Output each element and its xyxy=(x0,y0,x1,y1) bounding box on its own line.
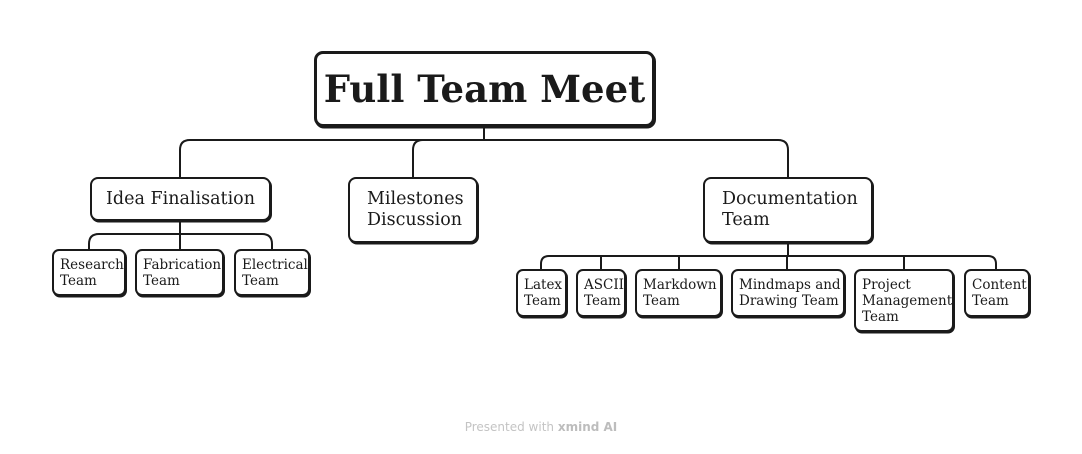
node-latex-team[interactable]: Latex Team xyxy=(516,269,567,317)
branch-label: Documentation Team xyxy=(722,189,858,230)
node-markdown-team[interactable]: Markdown Team xyxy=(635,269,722,317)
node-label: Content Team xyxy=(972,277,1027,309)
node-research-team[interactable]: Research Team xyxy=(52,249,126,296)
node-electrical-team[interactable]: Electrical Team xyxy=(234,249,310,296)
branch-label: Milestones Discussion xyxy=(367,189,464,230)
xmind-ai-logo: xmind AI xyxy=(557,420,618,434)
presented-with-footer: Presented with xmind AI xyxy=(0,420,1082,434)
node-ascii-team[interactable]: ASCII Team xyxy=(576,269,626,317)
node-label: Electrical Team xyxy=(242,256,308,289)
root-label: Full Team Meet xyxy=(323,67,646,111)
branch-label: Idea Finalisation xyxy=(106,188,255,209)
branch-milestones-discussion[interactable]: Milestones Discussion xyxy=(348,177,478,243)
node-content-team[interactable]: Content Team xyxy=(964,269,1030,317)
root-node[interactable]: Full Team Meet xyxy=(314,51,655,127)
node-label: Research Team xyxy=(60,256,124,289)
node-label: Project Management Team xyxy=(862,276,953,325)
node-project-management-team[interactable]: Project Management Team xyxy=(854,269,954,332)
branch-documentation-team[interactable]: Documentation Team xyxy=(703,177,873,243)
node-label: Markdown Team xyxy=(643,277,717,309)
footer-prefix: Presented with xyxy=(464,420,555,434)
node-label: Mindmaps and Drawing Team xyxy=(739,277,841,309)
node-fabrication-team[interactable]: Fabrication Team xyxy=(135,249,224,296)
node-label: Fabrication Team xyxy=(143,256,222,289)
node-mindmaps-drawing-team[interactable]: Mindmaps and Drawing Team xyxy=(731,269,845,317)
node-label: ASCII Team xyxy=(584,277,624,309)
branch-idea-finalisation[interactable]: Idea Finalisation xyxy=(90,177,271,221)
node-label: Latex Team xyxy=(524,277,563,309)
